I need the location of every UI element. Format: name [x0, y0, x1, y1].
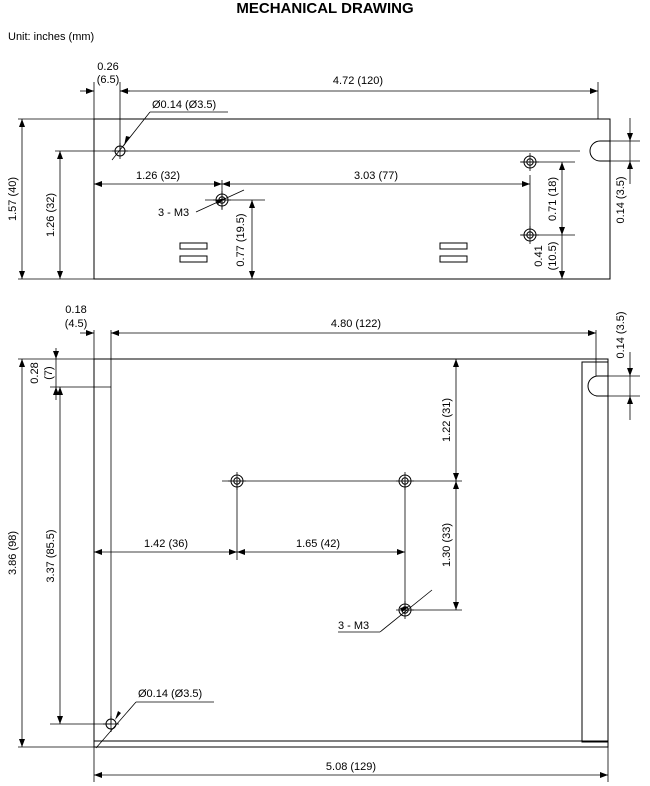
bottom-rail — [581, 361, 609, 743]
bottom-top-offset-mm: (7) — [43, 366, 55, 379]
top-h-spacing-left: 1.26 (32) — [136, 170, 180, 182]
top-bottom-offset-mm: (10.5) — [547, 242, 559, 271]
top-view: 0.26 (6.5) 4.72 (120) Ø0.14 (Ø3.5) 1.57 … — [7, 61, 640, 280]
top-hole-offset-mm: (6.5) — [97, 74, 120, 86]
bottom-width-dim: 4.80 (122) — [331, 318, 381, 330]
drawing-title: MECHANICAL DRAWING — [236, 0, 414, 17]
bottom-mid-dist-dim: 1.65 (42) — [296, 538, 340, 550]
top-slot-width-dim: 0.14 (3.5) — [615, 176, 627, 223]
top-height-dim: 1.57 (40) — [7, 177, 19, 221]
top-vent — [179, 255, 208, 263]
top-hole-dia: Ø0.14 (Ø3.5) — [152, 99, 216, 111]
bottom-lower-gap-dim: 1.30 (33) — [441, 523, 453, 567]
bottom-hole-dia: Ø0.14 (Ø3.5) — [138, 688, 202, 700]
bottom-screw-label: 3 - M3 — [338, 620, 369, 632]
top-view-outline — [93, 118, 611, 280]
bottom-height-dim: 3.86 (98) — [7, 531, 19, 575]
unit-label: Unit: inches (mm) — [8, 31, 95, 43]
top-h-spacing-right: 3.03 (77) — [354, 170, 398, 182]
top-v-spacing-dim: 0.71 (18) — [547, 177, 559, 221]
top-screw-height-dim: 0.77 (19.5) — [235, 213, 247, 266]
bottom-top-offset-in: 0.28 — [29, 362, 41, 383]
top-vent — [439, 242, 468, 250]
top-bottom-offset-in: 0.41 — [533, 245, 545, 266]
top-vent — [439, 255, 468, 263]
top-width-dim: 4.72 (120) — [333, 75, 383, 87]
top-hole-height-dim: 1.26 (32) — [45, 193, 57, 237]
top-screw-label: 3 - M3 — [158, 207, 189, 219]
top-vent — [179, 242, 208, 250]
bottom-view: 0.18 (4.5) 4.80 (122) 0.14 (3.5) 0.28 (7… — [7, 304, 640, 782]
top-slot — [589, 140, 610, 162]
bottom-slot — [587, 375, 608, 397]
bottom-left-dist-dim: 1.42 (36) — [144, 538, 188, 550]
top-hole-offset-in: 0.26 — [97, 61, 118, 73]
bottom-offset-mm: (4.5) — [65, 318, 88, 330]
bottom-offset-in: 0.18 — [65, 304, 86, 316]
bottom-slot-width-dim: 0.14 (3.5) — [615, 311, 627, 358]
bottom-upper-gap-dim: 1.22 (31) — [441, 398, 453, 442]
bottom-hole-height-dim: 3.37 (85.5) — [45, 529, 57, 582]
bottom-overall-width-dim: 5.08 (129) — [326, 761, 376, 773]
